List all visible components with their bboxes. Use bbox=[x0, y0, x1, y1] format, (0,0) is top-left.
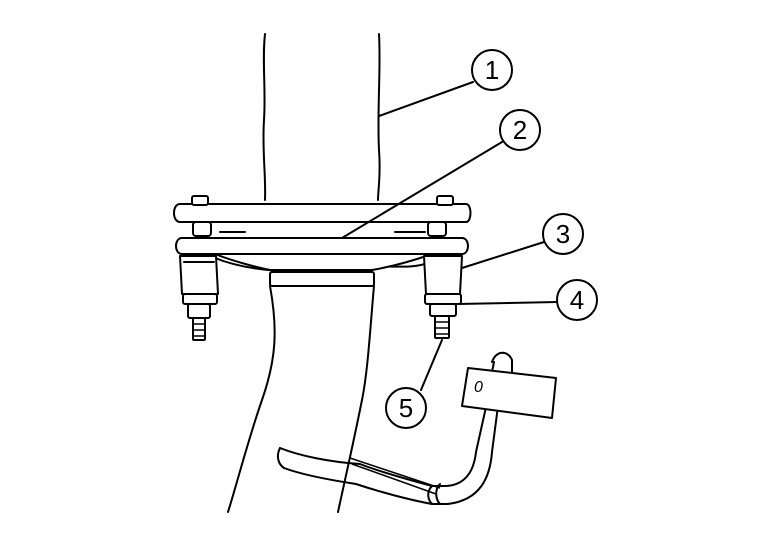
callout-3: 3 bbox=[542, 213, 584, 255]
wrench-tool: 0 bbox=[276, 351, 557, 505]
upper-exhaust-pipe bbox=[262, 33, 381, 201]
callout-3-label: 3 bbox=[556, 219, 570, 249]
callout-1: 1 bbox=[471, 49, 513, 91]
callout-4: 4 bbox=[556, 279, 598, 321]
callout-2-label: 2 bbox=[513, 115, 527, 145]
callout-2: 2 bbox=[499, 109, 541, 151]
tool-mark: 0 bbox=[474, 379, 483, 396]
callout-5-label: 5 bbox=[399, 393, 413, 423]
upper-flange bbox=[173, 195, 472, 237]
leader-lines bbox=[341, 81, 558, 391]
left-bolt-assembly bbox=[179, 255, 219, 341]
callout-1-label: 1 bbox=[485, 55, 499, 85]
callout-5: 5 bbox=[385, 387, 427, 429]
callout-4-label: 4 bbox=[570, 285, 584, 315]
right-bolt-assembly bbox=[423, 255, 463, 339]
gasket-and-lower-flange bbox=[175, 231, 469, 273]
lower-exhaust-pipe bbox=[227, 271, 375, 513]
